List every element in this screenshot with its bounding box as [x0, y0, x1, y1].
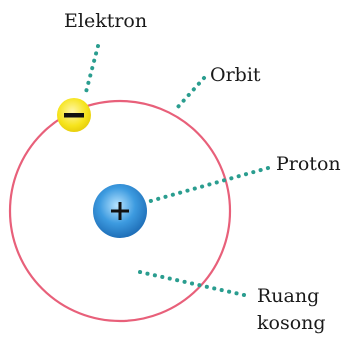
- minus-icon: [64, 113, 84, 118]
- proton-label: Proton: [276, 153, 341, 175]
- orbit-label: Orbit: [210, 64, 261, 86]
- electron-label: Elektron: [64, 10, 148, 32]
- orbit-ring: [8, 99, 232, 323]
- empty-space-label-line2: kosong: [257, 312, 326, 334]
- electron: [57, 98, 91, 132]
- proton: [93, 184, 147, 238]
- proton-leader-line: [145, 166, 270, 204]
- empty-space-leader-line: [138, 270, 246, 297]
- plus-icon-vertical: [118, 202, 122, 220]
- orbit-leader-line: [175, 76, 206, 110]
- empty-space-label-line1: Ruang: [257, 285, 320, 307]
- electron-leader-line: [84, 44, 100, 94]
